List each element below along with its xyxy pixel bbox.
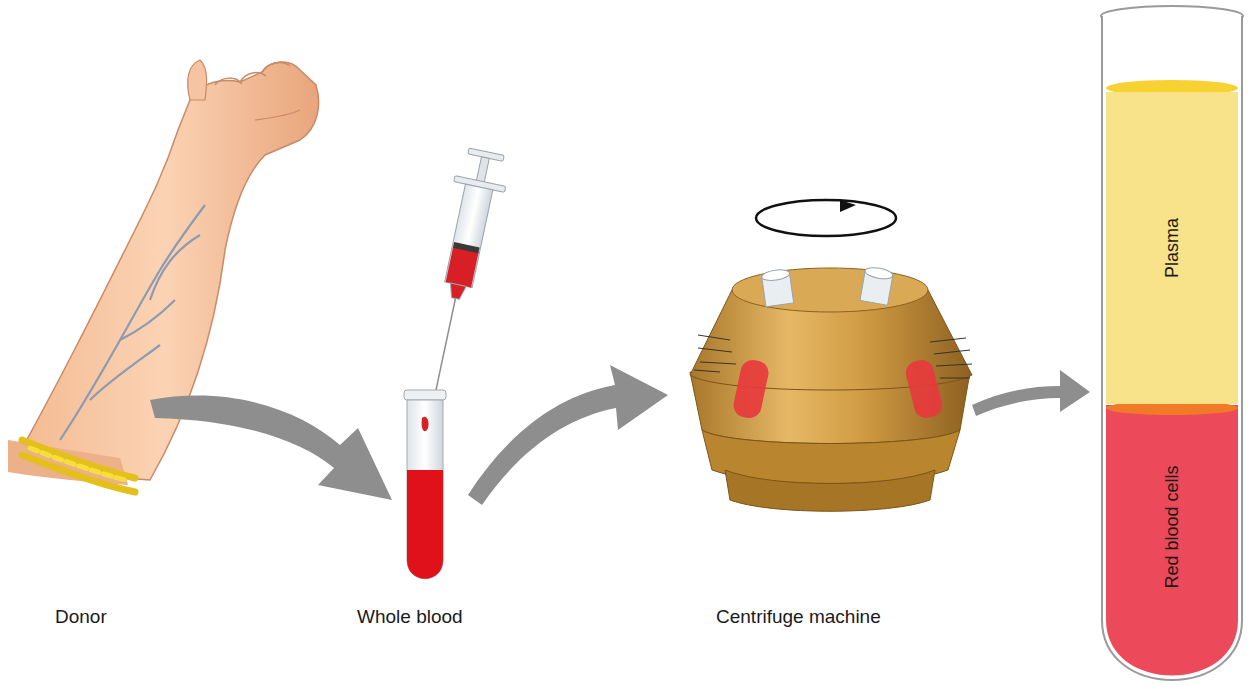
band-label: Plasma <box>1162 218 1183 278</box>
process-arrow <box>150 365 1090 505</box>
syringe <box>410 146 512 399</box>
centrifuge-label: Centrifuge machine <box>716 606 881 628</box>
centrifuge <box>690 200 972 511</box>
test-tube <box>404 390 446 579</box>
separated-tube <box>1101 6 1243 680</box>
red-cell-band: Red blood cells <box>1106 414 1238 640</box>
whole-blood-label: Whole blood <box>357 606 463 628</box>
donor-label: Donor <box>55 606 107 628</box>
plasma-band: Plasma <box>1106 92 1238 404</box>
band-label: Red blood cells <box>1162 465 1183 588</box>
